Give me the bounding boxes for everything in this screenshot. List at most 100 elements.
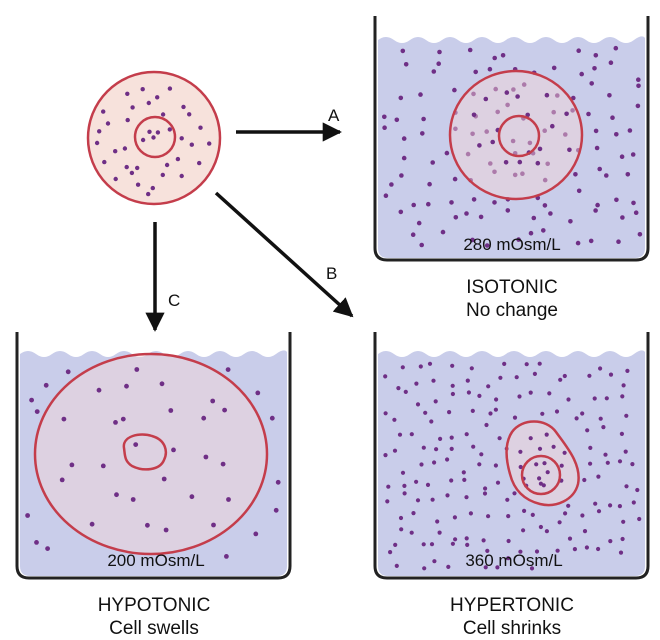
- solute-dot: [211, 522, 216, 528]
- solute-dot: [155, 130, 161, 135]
- solute-dot: [427, 181, 432, 187]
- solute-dot: [164, 162, 170, 168]
- solute-dot: [506, 556, 511, 561]
- solute-dot: [124, 383, 129, 389]
- solute-dot: [490, 139, 496, 145]
- solute-dot: [419, 462, 424, 467]
- solute-dot: [528, 436, 533, 441]
- solute-dot: [525, 112, 530, 118]
- solute-dot: [512, 172, 518, 178]
- solute-dot: [534, 549, 540, 554]
- solute-dot: [400, 365, 405, 370]
- hypotonic-concentration: 200 mOsm/L: [107, 551, 204, 570]
- solute-dot: [61, 416, 67, 422]
- solute-dot: [593, 501, 598, 506]
- solute-dot: [151, 135, 156, 140]
- solute-dot: [150, 185, 155, 191]
- isotonic-title: ISOTONIC: [466, 277, 558, 298]
- solute-dot: [488, 411, 493, 416]
- solute-dot: [505, 208, 511, 213]
- solute-dot: [582, 477, 587, 483]
- solute-dot: [562, 450, 567, 455]
- solute-dot: [588, 445, 593, 450]
- solute-dot: [547, 391, 552, 396]
- solute-dot: [471, 197, 477, 202]
- solute-dot: [388, 550, 393, 555]
- solute-dot: [473, 69, 479, 75]
- solute-dot: [426, 201, 431, 207]
- solute-dot: [94, 140, 100, 146]
- solute-dot: [469, 366, 474, 371]
- solute-dot: [420, 131, 425, 136]
- solute-dot: [207, 141, 212, 146]
- solute-dot: [479, 452, 484, 457]
- solute-dot: [431, 378, 436, 383]
- solute-dot: [566, 397, 571, 402]
- solute-dot: [421, 445, 426, 450]
- solute-dot: [512, 491, 517, 496]
- hypotonic-cell-membrane: [33, 352, 269, 556]
- solute-dot: [386, 484, 391, 489]
- solute-dot: [449, 200, 454, 205]
- solute-dot: [529, 566, 535, 571]
- solute-dot: [471, 444, 476, 449]
- solute-dot: [580, 513, 585, 518]
- solute-dot: [397, 432, 403, 437]
- solute-dot: [557, 520, 562, 525]
- solute-dot: [542, 177, 548, 183]
- solute-dot: [179, 173, 184, 179]
- solute-dot: [580, 411, 585, 416]
- solute-dot: [445, 493, 450, 498]
- hypotonic-solution: [20, 350, 287, 576]
- solute-dot: [269, 415, 275, 421]
- solute-dot: [145, 522, 150, 528]
- solute-dot: [255, 390, 261, 396]
- solute-dot: [210, 398, 216, 404]
- hypotonic-subtitle: Cell swells: [109, 618, 199, 639]
- solute-dot: [587, 373, 592, 378]
- solute-dot: [125, 117, 130, 123]
- solute-dot: [514, 375, 519, 380]
- solute-dot: [631, 200, 636, 206]
- solute-dot: [159, 381, 165, 387]
- solute-dot: [438, 436, 443, 441]
- initial-cell-solutes: [94, 86, 212, 197]
- solute-dot: [563, 511, 568, 516]
- solute-dot: [124, 164, 129, 170]
- solute-dot: [637, 232, 643, 237]
- solute-dot: [273, 507, 279, 513]
- solute-dot: [517, 159, 523, 165]
- solute-dot: [598, 366, 603, 371]
- solute-dot: [570, 108, 575, 113]
- solute-dot: [518, 449, 523, 454]
- solute-dot: [537, 146, 543, 152]
- isotonic-beaker-wall: [373, 16, 650, 262]
- solute-dot: [636, 77, 641, 82]
- solute-dot: [625, 172, 631, 177]
- solute-dot: [559, 463, 564, 468]
- solute-dot: [59, 477, 65, 483]
- solute-dot: [608, 60, 614, 65]
- solute-dot: [558, 377, 563, 382]
- solute-dot: [96, 387, 102, 393]
- solute-dot: [113, 420, 118, 425]
- solute-dot: [619, 431, 625, 436]
- isotonic-concentration: 280 mOsm/L: [463, 235, 560, 254]
- solute-dot: [574, 416, 579, 421]
- solute-dot: [464, 211, 469, 216]
- solute-dot: [555, 548, 560, 553]
- solute-dot: [69, 462, 75, 468]
- solute-dot: [603, 452, 608, 457]
- solute-dot: [171, 447, 176, 453]
- solute-dot: [161, 476, 167, 482]
- solute-dot: [402, 491, 407, 496]
- solute-dot: [477, 462, 482, 467]
- solute-dot: [484, 129, 490, 134]
- solute-dot: [495, 109, 501, 115]
- solute-dot: [502, 361, 507, 366]
- hypotonic-cell-solutes: [59, 367, 231, 533]
- solute-dot: [179, 136, 184, 141]
- solute-dot: [470, 237, 475, 243]
- isotonic-solutes: [382, 45, 643, 248]
- isotonic-beaker: 280 mOsm/L: [373, 16, 650, 262]
